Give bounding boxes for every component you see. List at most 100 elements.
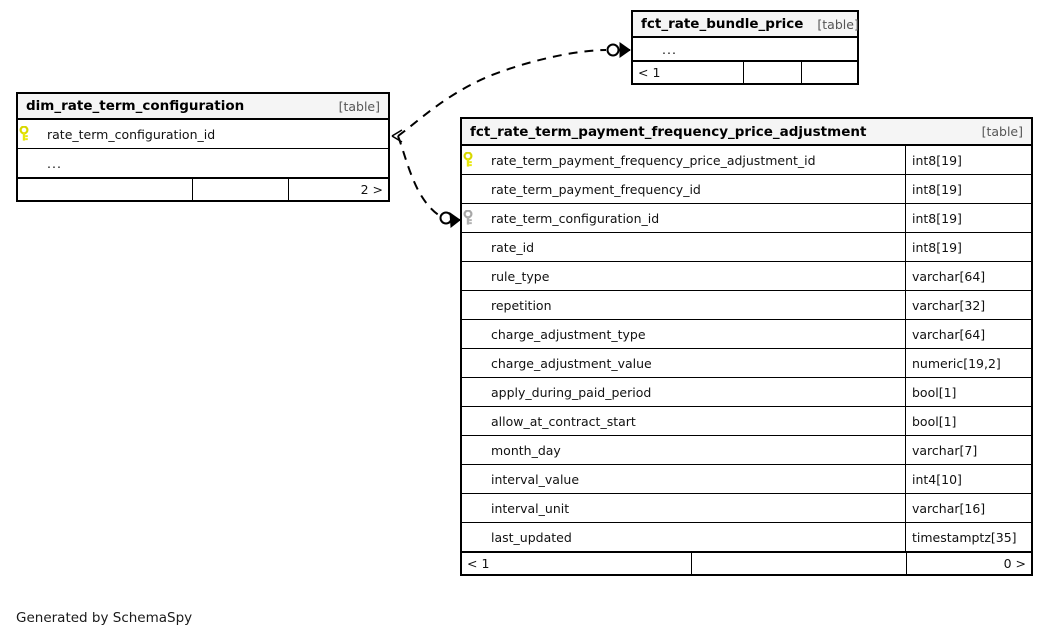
table-row[interactable]: charge_adjustment_value numeric[19,2]	[462, 349, 1031, 378]
column-name-cell: charge_adjustment_type	[484, 320, 905, 348]
column-type: varchar[64]	[905, 262, 1031, 290]
table-header: fct_rate_bundle_price [table]	[633, 12, 859, 38]
column-label: rule_type	[491, 268, 550, 284]
column-name-cell: last_updated	[484, 523, 905, 551]
table-row[interactable]: rate_term_payment_frequency_price_adjust…	[462, 146, 1031, 175]
primary-key-icon	[462, 146, 484, 174]
column-name-cell: rate_term_configuration_id	[484, 204, 905, 232]
key-slot	[462, 175, 484, 203]
column-name-cell: interval_unit	[484, 494, 905, 522]
column-type: timestamptz[35]	[905, 523, 1031, 551]
primary-key-icon	[18, 120, 40, 148]
column-type: varchar[16]	[905, 494, 1031, 522]
key-slot	[462, 407, 484, 435]
zero-cardinality-icon	[439, 211, 453, 225]
column-label: last_updated	[491, 529, 572, 545]
table-footer: < 1 0 >	[462, 552, 1031, 574]
column-name-cell: charge_adjustment_value	[484, 349, 905, 377]
column-label: rate_term_payment_frequency_price_adjust…	[491, 152, 816, 168]
table-footer: < 1	[633, 61, 857, 83]
table-row[interactable]: rate_term_configuration_id int8[19]	[462, 204, 1031, 233]
column-label: rate_term_configuration_id	[47, 126, 216, 142]
table-header: fct_rate_term_payment_frequency_price_ad…	[462, 119, 1031, 146]
table-footer: 2 >	[18, 178, 388, 200]
table-row[interactable]: rate_term_configuration_id	[18, 120, 388, 149]
key-slot	[18, 149, 40, 177]
column-name-cell: rate_term_payment_frequency_price_adjust…	[484, 146, 905, 174]
column-name-cell: rule_type	[484, 262, 905, 290]
table-row[interactable]: repetition varchar[32]	[462, 291, 1031, 320]
key-slot	[462, 523, 484, 551]
table-row[interactable]: interval_value int4[10]	[462, 465, 1031, 494]
column-label: interval_unit	[491, 500, 570, 516]
key-slot	[462, 291, 484, 319]
table-dim-rate-term-configuration[interactable]: dim_rate_term_configuration [table] rate…	[16, 92, 390, 202]
column-label: interval_value	[491, 471, 580, 487]
table-row[interactable]: charge_adjustment_type varchar[64]	[462, 320, 1031, 349]
column-label: ...	[662, 41, 677, 57]
table-row[interactable]: apply_during_paid_period bool[1]	[462, 378, 1031, 407]
key-slot	[462, 436, 484, 464]
column-label: charge_adjustment_type	[491, 326, 646, 342]
zero-cardinality-icon	[606, 43, 620, 57]
key-slot	[462, 233, 484, 261]
column-label: allow_at_contract_start	[491, 413, 636, 429]
column-name-cell: ...	[655, 38, 857, 60]
column-type: bool[1]	[905, 407, 1031, 435]
column-type: int8[19]	[905, 146, 1031, 174]
crows-foot-source-icon	[391, 129, 403, 143]
column-name-cell: ...	[40, 149, 388, 177]
column-name-cell: apply_during_paid_period	[484, 378, 905, 406]
key-slot	[462, 349, 484, 377]
table-kind-label: [table]	[981, 124, 1023, 139]
column-type: int8[19]	[905, 204, 1031, 232]
relationship-dim-to-fct	[397, 135, 461, 228]
table-row[interactable]: rate_term_payment_frequency_id int8[19]	[462, 175, 1031, 204]
key-slot	[633, 38, 655, 60]
footer-middle	[192, 179, 288, 200]
column-type: varchar[64]	[905, 320, 1031, 348]
footer-outgoing-count	[801, 62, 857, 83]
table-row[interactable]: allow_at_contract_start bool[1]	[462, 407, 1031, 436]
table-row[interactable]: rate_id int8[19]	[462, 233, 1031, 262]
table-row[interactable]: rule_type varchar[64]	[462, 262, 1031, 291]
column-label: rate_term_configuration_id	[491, 210, 660, 226]
column-label: charge_adjustment_value	[491, 355, 652, 371]
table-kind-label: [table]	[817, 16, 859, 32]
column-label: rate_term_payment_frequency_id	[491, 181, 701, 197]
table-row[interactable]: ...	[18, 149, 388, 178]
key-slot	[462, 378, 484, 406]
generated-by-label: Generated by SchemaSpy	[16, 610, 193, 626]
footer-outgoing-count: 0 >	[906, 553, 1031, 574]
table-row[interactable]: ...	[633, 38, 857, 61]
table-row[interactable]: month_day varchar[7]	[462, 436, 1031, 465]
table-fct-rate-term-payment-frequency-price-adjustment[interactable]: fct_rate_term_payment_frequency_price_ad…	[460, 117, 1033, 576]
foreign-key-icon	[462, 204, 484, 232]
footer-middle	[743, 62, 801, 83]
column-type: int8[19]	[905, 233, 1031, 261]
table-row[interactable]: interval_unit varchar[16]	[462, 494, 1031, 523]
table-header: dim_rate_term_configuration [table]	[18, 94, 388, 120]
column-label: rate_id	[491, 239, 535, 255]
key-slot	[462, 262, 484, 290]
column-type: varchar[7]	[905, 436, 1031, 464]
column-name-cell: rate_term_payment_frequency_id	[484, 175, 905, 203]
column-label: ...	[47, 155, 62, 171]
table-title: dim_rate_term_configuration	[26, 98, 245, 114]
table-fct-rate-bundle-price[interactable]: fct_rate_bundle_price [table] ... < 1	[631, 10, 859, 85]
column-label: month_day	[491, 442, 561, 458]
footer-incoming-count: < 1	[638, 65, 661, 80]
crows-foot-target-icon	[619, 42, 631, 58]
column-label: repetition	[491, 297, 552, 313]
column-name-cell: interval_value	[484, 465, 905, 493]
column-label: apply_during_paid_period	[491, 384, 652, 400]
column-name-cell: rate_id	[484, 233, 905, 261]
crows-foot-target-icon	[449, 211, 461, 228]
relationship-line	[397, 135, 441, 217]
column-type: bool[1]	[905, 378, 1031, 406]
key-slot	[462, 494, 484, 522]
table-row[interactable]: last_updated timestamptz[35]	[462, 523, 1031, 552]
footer-middle	[691, 553, 906, 574]
column-name-cell: rate_term_configuration_id	[40, 120, 388, 148]
